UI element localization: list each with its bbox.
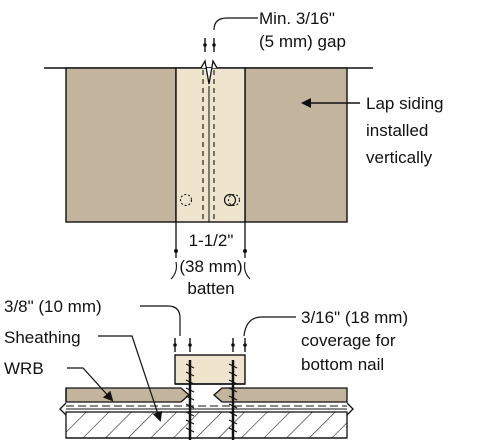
hidden-nail: [179, 193, 193, 207]
coverage-leader: [243, 316, 296, 337]
batten-nail: [223, 193, 237, 207]
batten: [175, 67, 246, 223]
hidden-nail-right: [227, 193, 241, 207]
siding-label-line3: vertically: [366, 148, 433, 167]
siding-section-left: [65, 387, 190, 403]
elevation-view: [44, 17, 373, 280]
siding-section-right: [213, 387, 348, 403]
batten-width-label-line2: (38 mm): [179, 257, 242, 276]
coverage-dim-dot-right: [243, 343, 247, 347]
batten-width-label-line3: batten: [187, 279, 234, 298]
sheathing-section: [65, 411, 348, 439]
wrb-leader: [67, 367, 114, 402]
edge-distance-label: 3/8" (10 mm): [4, 297, 102, 316]
gap-leader: [213, 17, 258, 31]
gap-dim-dot-left: [203, 43, 207, 47]
nail-right: [228, 360, 238, 440]
section-view: [59, 305, 354, 440]
batten-dim-dot-right: [243, 249, 247, 253]
nail-left: [185, 360, 195, 440]
edge-dim-dot-left: [173, 343, 177, 347]
gap-label-line1: Min. 3/16": [259, 9, 335, 28]
batten-section: [174, 354, 246, 385]
siding-panel-right: [244, 67, 348, 223]
coverage-label-line1: 3/16" (18 mm): [301, 308, 408, 327]
batten-dim-dot-left: [174, 249, 178, 253]
batten-paren-right: [244, 261, 251, 280]
break-left: [59, 402, 67, 416]
sheathing-label: Sheathing: [4, 328, 81, 347]
siding-panel-left: [65, 67, 177, 223]
edge-dist-leader: [140, 305, 181, 336]
siding-label-line2: installed: [366, 121, 428, 140]
edge-dim-dot-right: [188, 343, 192, 347]
coverage-label-line2: coverage for: [301, 331, 396, 350]
gap-break-symbol: [200, 59, 218, 85]
gap-label-line2: (5 mm) gap: [259, 32, 346, 51]
coverage-label-line3: bottom nail: [301, 355, 384, 374]
siding-label-line1: Lap siding: [366, 94, 444, 113]
batten-width-label-line1: 1-1/2": [189, 231, 234, 250]
coverage-dim-dot-left: [231, 343, 235, 347]
break-right: [346, 402, 354, 416]
batten-paren-left: [170, 261, 177, 280]
gap-dim-dot-right: [212, 43, 216, 47]
wrb-label: WRB: [4, 359, 44, 378]
sheathing-leader: [98, 335, 163, 422]
